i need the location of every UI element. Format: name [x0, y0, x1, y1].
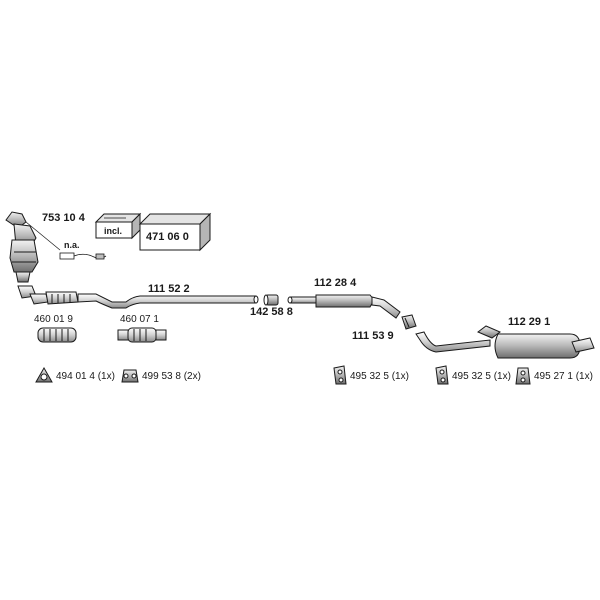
connecting-pipe[interactable] [401, 314, 417, 330]
front-pipe-label: 111 52 2 [148, 283, 190, 295]
flex-pipe-a-label: 460 01 9 [34, 314, 73, 325]
lambda-sensor-note: n.a. [64, 240, 80, 250]
flex-pipe-b-label: 460 07 1 [120, 314, 159, 325]
rubber-mount-b-icon[interactable] [333, 365, 347, 385]
rubber-mount-d-icon[interactable] [515, 367, 531, 385]
rear-silencer[interactable] [494, 333, 595, 359]
gasket-icon[interactable] [35, 366, 53, 383]
connecting-pipe-label: 111 53 9 [352, 330, 394, 342]
gasket-label: 494 01 4 (1x) [56, 371, 115, 382]
catalytic-converter[interactable] [5, 211, 39, 283]
front-downpipe[interactable] [17, 285, 79, 305]
rubber-mount-c-label: 495 32 5 (1x) [452, 371, 511, 382]
rear-pipe[interactable] [415, 325, 501, 353]
leader-line [25, 221, 61, 251]
rubber-mount-b-label: 495 32 5 (1x) [350, 371, 409, 382]
mounting-kit-box-label: 471 06 0 [146, 231, 189, 243]
rear-silencer-label: 112 29 1 [508, 316, 551, 328]
centre-silencer-label: 112 28 4 [314, 277, 357, 289]
mounting-kit-included-label: incl. [104, 226, 123, 236]
front-pipe[interactable] [77, 293, 259, 309]
rubber-mount-d-label: 495 27 1 (1x) [534, 371, 593, 382]
clamp-label: 142 58 8 [250, 306, 293, 318]
lambda-sensor [59, 252, 107, 260]
centre-silencer[interactable] [287, 294, 401, 319]
flex-pipe-a[interactable] [37, 327, 77, 343]
flex-pipe-b[interactable] [117, 327, 167, 343]
rubber-mount-a-icon[interactable] [121, 369, 139, 383]
clamp[interactable] [263, 294, 279, 306]
mounting-kit-box[interactable] [138, 212, 212, 252]
mounting-kit-parcel[interactable] [94, 212, 142, 240]
rubber-mount-c-icon[interactable] [435, 365, 449, 385]
catalytic-converter-label: 753 10 4 [42, 212, 85, 224]
rubber-mount-a-label: 499 53 8 (2x) [142, 371, 201, 382]
